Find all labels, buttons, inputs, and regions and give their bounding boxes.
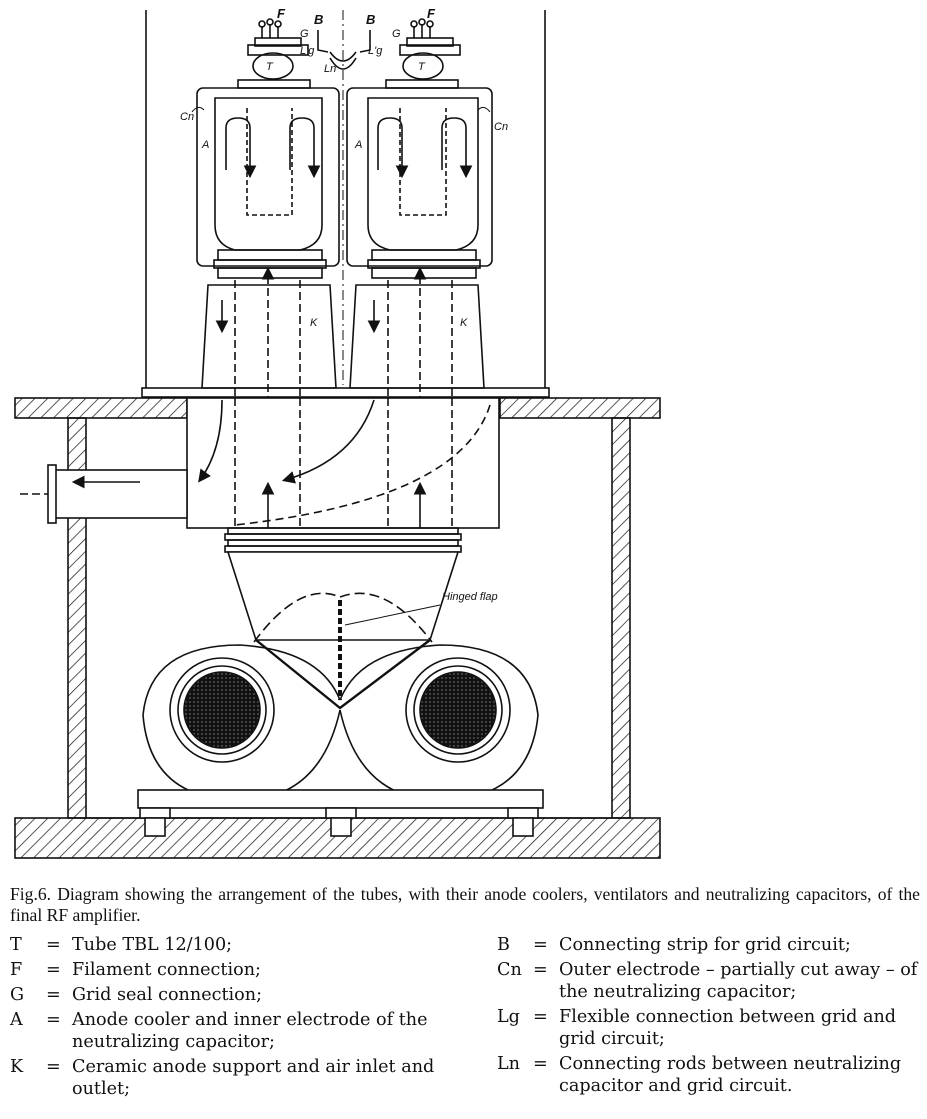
legend-eq: = xyxy=(46,1057,61,1077)
ventilator-right xyxy=(339,644,539,801)
label-B-left: B xyxy=(314,12,323,27)
legend-item: Cn = Outer electrode – partially cut away … xyxy=(497,959,922,1003)
label-Lg-left: L'g xyxy=(300,45,315,57)
legend-sym: G xyxy=(10,985,25,1005)
legend-text: Connecting rods between neutralizing cap… xyxy=(559,1054,902,1096)
legend-item: T = Tube TBL 12/100; xyxy=(10,934,440,956)
caption-title: Fig.6. Diagram showing the arrangement o… xyxy=(10,884,920,925)
label-G-left: G xyxy=(300,28,309,40)
legend-item: F = Filament connection; xyxy=(10,959,440,981)
legend-text: Filament connection; xyxy=(72,960,261,980)
legend-eq: = xyxy=(46,960,61,980)
base-frame xyxy=(137,789,544,809)
figure-caption: Fig.6. Diagram showing the arrangement o… xyxy=(10,884,920,926)
legend-item: K = Ceramic anode support and air inlet an… xyxy=(10,1056,440,1100)
legend-text: Anode cooler and inner electrode of the … xyxy=(72,1010,428,1052)
label-G-right: G xyxy=(392,28,401,40)
label-F-right: F xyxy=(427,6,436,21)
legend-eq: = xyxy=(46,985,61,1005)
label-T-left: T xyxy=(266,61,274,73)
amplifier-diagram: F B B F G G L'g L'g Ln T T Cn Cn A A K K… xyxy=(14,6,661,859)
label-K-right: K xyxy=(460,317,468,329)
floor-deck xyxy=(141,387,550,398)
legend-left: T = Tube TBL 12/100; F = Filament connection;… xyxy=(10,934,440,1103)
label-T-right: T xyxy=(418,61,426,73)
legend-sym: K xyxy=(10,1057,24,1077)
legend-sym: A xyxy=(10,1010,23,1030)
legend-eq: = xyxy=(46,935,61,955)
floor-slab-left xyxy=(14,397,188,419)
legend-text: Connecting strip for grid circuit; xyxy=(559,935,851,955)
legend-sym: Lg xyxy=(497,1007,520,1027)
legend-text: Tube TBL 12/100; xyxy=(72,935,233,955)
label-Cn-left: Cn xyxy=(180,111,194,123)
hinged-flap xyxy=(253,592,433,643)
legend-item: B = Connecting strip for grid circuit; xyxy=(497,934,922,956)
pit-wall-right xyxy=(611,417,631,819)
legend-eq: = xyxy=(46,1010,61,1030)
rail-supports xyxy=(139,807,539,837)
bellows xyxy=(224,527,462,553)
legend-sym: B xyxy=(497,935,510,955)
legend-eq: = xyxy=(533,1007,548,1027)
label-A-right: A xyxy=(354,139,362,151)
legend-text: Outer electrode – partially cut away – o… xyxy=(559,960,918,1002)
legend-sym: F xyxy=(10,960,23,980)
ventilator-left xyxy=(142,644,341,801)
legend-sym: Ln xyxy=(497,1054,521,1074)
label-K-left: K xyxy=(310,317,318,329)
legend-right: B = Connecting strip for grid circuit; Cn = O… xyxy=(497,934,922,1100)
label-Cn-right: Cn xyxy=(494,121,508,133)
legend-eq: = xyxy=(533,1054,548,1074)
legend-eq: = xyxy=(533,935,548,955)
tube-assembly-left xyxy=(196,18,340,530)
legend-sym: Cn xyxy=(497,960,522,980)
legend-text: Ceramic anode support and air inlet and … xyxy=(72,1057,435,1099)
label-Ln: Ln xyxy=(324,63,336,75)
legend-text: Grid seal connection; xyxy=(72,985,263,1005)
legend-item: Lg = Flexible connection between grid and … xyxy=(497,1006,922,1050)
label-hinged-flap: Hinged flap xyxy=(442,591,498,603)
neutralizing-rods xyxy=(329,51,357,70)
legend-sym: T xyxy=(10,935,22,955)
label-A-left: A xyxy=(201,139,209,151)
outlet-pipe xyxy=(54,469,188,519)
legend-eq: = xyxy=(533,960,548,980)
legend-item: G = Grid seal connection; xyxy=(10,984,440,1006)
legend-item: A = Anode cooler and inner electrode of th… xyxy=(10,1009,440,1053)
legend-text: Flexible connection between grid and gri… xyxy=(559,1007,897,1049)
label-B-right: B xyxy=(366,12,375,27)
label-F-left: F xyxy=(277,6,286,21)
legend-item: Ln = Connecting rods between neutralizing … xyxy=(497,1053,922,1097)
floor-slab-right xyxy=(499,397,661,419)
label-Lg-right: L'g xyxy=(368,45,383,57)
